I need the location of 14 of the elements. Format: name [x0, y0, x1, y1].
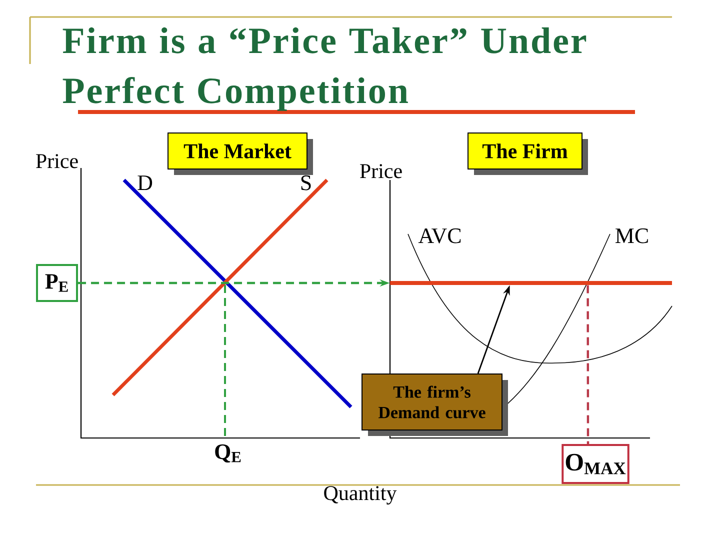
curve-label: MC — [616, 228, 648, 244]
heading-box: The Firm — [468, 132, 588, 175]
curve-label: D — [138, 176, 152, 190]
callout-box: The firm’s Demand curve — [362, 374, 508, 436]
axis-label: Quantity — [324, 486, 397, 505]
label-box: P$_{E}$ — [36, 264, 78, 302]
dashed-line — [586, 285, 590, 444]
axis-label: Price — [36, 154, 78, 168]
axis-label: Price — [360, 164, 402, 178]
curve-label: AVC — [418, 228, 461, 244]
label-box: O$_{MAX}$ — [562, 444, 630, 484]
title: Firm is a “Price Taker” Under Perfect Competition — [62, 27, 586, 111]
axis-label: Q$_{E}$ — [215, 444, 241, 463]
heading-box: The Market — [168, 132, 313, 175]
